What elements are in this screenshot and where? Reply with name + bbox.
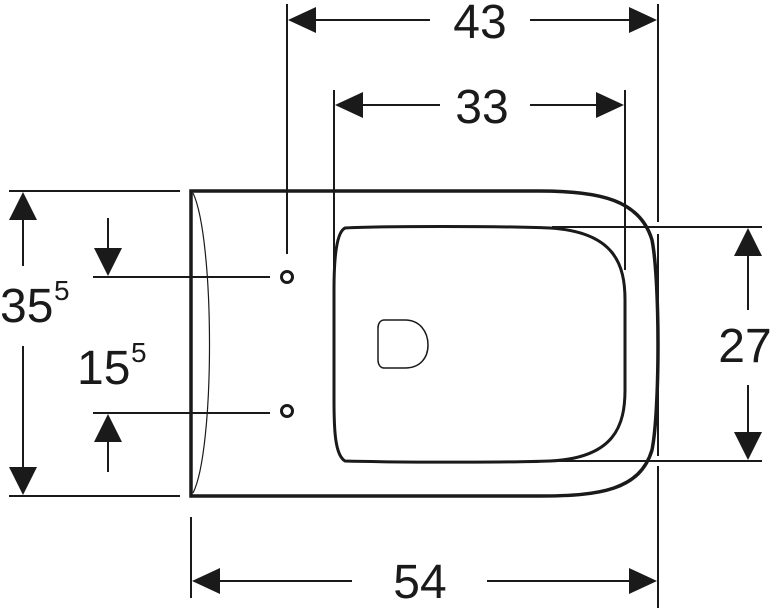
fixing-hole-top [280, 270, 294, 284]
bowl-opening-outline [332, 225, 627, 464]
fixing-hole-bottom [280, 404, 294, 418]
arrow-down-icon [9, 467, 37, 495]
arrow-up-icon [734, 228, 762, 256]
arrow-down-icon [94, 248, 122, 276]
dimension-label-15-main: 15 [77, 342, 130, 395]
arrow-down-icon [734, 432, 762, 460]
arrow-up-icon [94, 414, 122, 442]
arrow-right-icon [629, 568, 657, 594]
arrow-right-icon [629, 7, 657, 33]
arrow-left-icon [192, 568, 220, 594]
dimension-label-35-superscript: 5 [54, 275, 70, 306]
arrow-left-icon [335, 92, 363, 118]
drain-opening-outline [377, 319, 429, 369]
dimension-label-35-main: 35 [0, 280, 53, 333]
dimension-label-15-superscript: 5 [131, 337, 147, 368]
arrow-right-icon [596, 92, 624, 118]
arrow-up-icon [9, 192, 37, 220]
dimension-label-54: 54 [393, 556, 446, 608]
wall-contour-curve [192, 192, 211, 494]
dimension-label-27: 27 [718, 320, 771, 373]
dimension-label-33: 33 [455, 81, 508, 134]
dimension-label-43: 43 [453, 0, 506, 49]
toilet-outer-outline [189, 189, 660, 498]
arrow-left-icon [288, 7, 316, 33]
